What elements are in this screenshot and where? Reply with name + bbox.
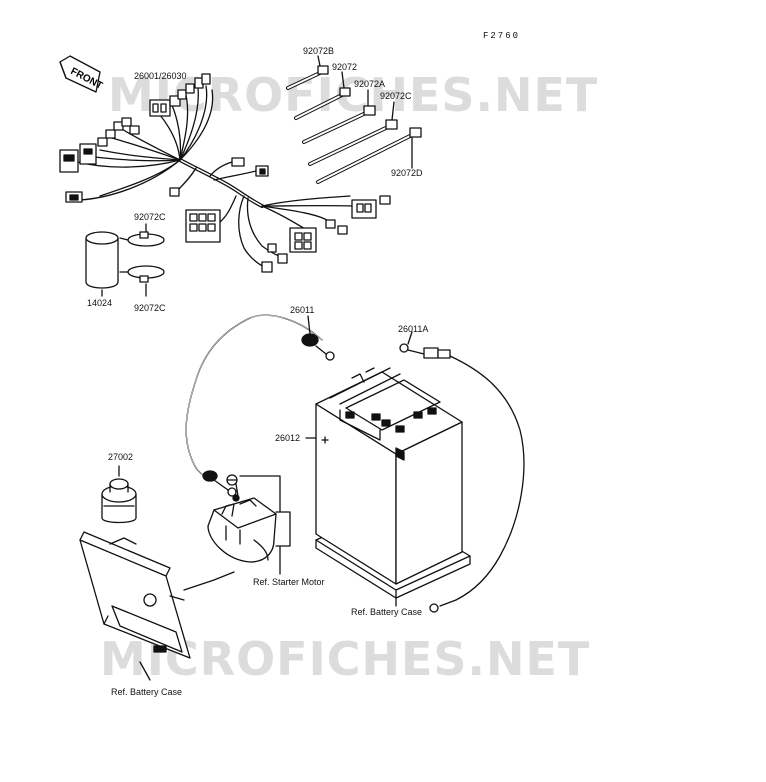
label-26012: 26012: [275, 433, 301, 443]
label-92072: 92072: [332, 62, 358, 72]
figure-code: F2760: [483, 31, 521, 41]
starter-switch: [183, 474, 291, 591]
label-ref-battery-case-right: Ref. Battery Case: [351, 607, 423, 617]
clamp-band-lower: [119, 265, 165, 297]
cable-26011A: [399, 331, 525, 613]
label-26011A: 26011A: [398, 324, 429, 334]
clamp-band-upper: [119, 223, 165, 247]
battery-case-plate: [79, 531, 191, 681]
front-arrow-icon: [59, 55, 101, 93]
label-26001: 26001/26030: [134, 71, 187, 81]
wiring-harness: [59, 73, 391, 273]
watermark-top: MICROFICHES.NET: [108, 68, 599, 122]
label-27002: 27002: [108, 452, 134, 462]
sleeve-14024: [85, 231, 119, 297]
cable-ties: [286, 55, 422, 184]
label-92072C-left-lower: 92072C: [134, 303, 166, 313]
label-92072C-left-upper: 92072C: [134, 212, 166, 222]
label-92072A: 92072A: [354, 79, 386, 89]
starter-relay-27002: [101, 465, 137, 524]
cable-26011: [185, 314, 335, 497]
label-92072B: 92072B: [303, 46, 335, 56]
label-92072D: 92072D: [391, 168, 423, 178]
label-92072C-top: 92072C: [380, 91, 412, 101]
label-26011: 26011: [290, 305, 315, 315]
label-ref-battery-case-left: Ref. Battery Case: [111, 687, 183, 697]
battery-26012: [305, 367, 471, 599]
label-14024: 14024: [87, 298, 113, 308]
label-ref-starter-motor: Ref. Starter Motor: [253, 577, 325, 587]
